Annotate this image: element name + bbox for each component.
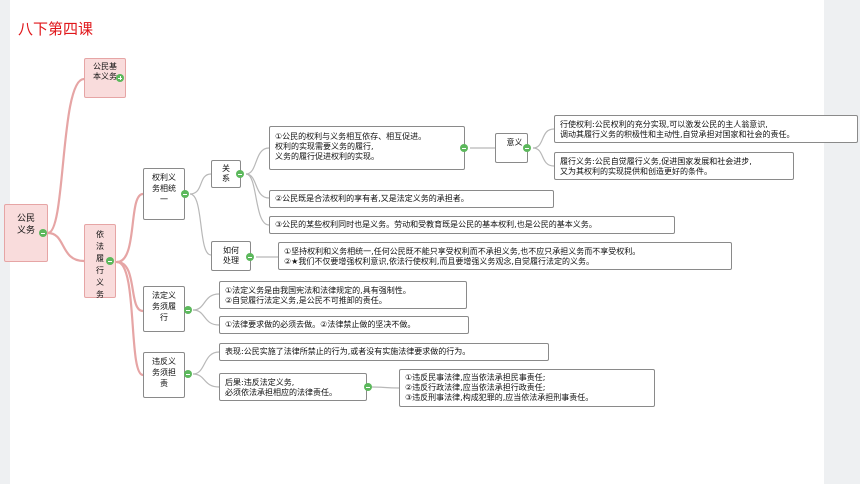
text-line: ①违反民事法律,应当依法承担民事责任; [405,373,546,382]
node-label: 如何处理 [223,246,239,265]
node-fading-1[interactable]: ①法定义务是由我国宪法和法律规定的,具有强制性。 ②自觉履行法定义务,是公民不可… [219,281,467,309]
text-line: ①公民的权利与义务相互依存、相互促进。 [275,132,427,141]
node-label: 公民基本义务 [93,62,117,81]
text-line: 表现:公民实施了法律所禁止的行为,或者没有实施法律要求做的行为。 [225,347,471,356]
node-fading-yiwu-xu-lvxing[interactable]: 法定义务须履行 [143,286,185,332]
node-label: 权利义务相统一 [152,173,176,204]
node-yiyi-1[interactable]: 行使权利:公民权利的充分实现,可以激发公民的主人翁意识, 调动其履行义务的积极性… [554,115,858,143]
text-line: ②★我们不仅要增强权利意识,依法行使权利,而且要增强义务观念,自觉履行法定的义务… [284,257,594,266]
collapse-icon[interactable] [236,170,244,178]
node-label: 违反义务须担责 [152,357,176,388]
collapse-icon[interactable] [364,383,372,391]
text-line: ②公民既是合法权利的享有者,又是法定义务的承担者。 [275,194,469,203]
text-line: 又为其权利的实现提供和创造更好的条件。 [560,167,712,176]
text-line: ①法律要求做的必须去做。②法律禁止做的坚决不做。 [225,320,416,329]
node-label: 依法履行义务 [96,230,104,299]
text-line: 义务的履行促进权利的实现。 [275,152,379,161]
node-quanli-yiwu-xiang-tongyi[interactable]: 权利义务相统一 [143,168,185,220]
node-ruhe-1[interactable]: ①坚持权利和义务相统一,任何公民既不能只享受权利而不承担义务,也不应只承担义务而… [278,242,732,270]
collapse-icon[interactable] [523,144,531,152]
page-title: 八下第四课 [18,20,94,38]
text-line: 行使权利:公民权利的充分实现,可以激发公民的主人翁意识, [560,120,768,129]
text-line: ①坚持权利和义务相统一,任何公民既不能只享受权利而不承担义务,也不应只承担义务而… [284,247,641,256]
text-line: 履行义务:公民自觉履行义务,促进国家发展和社会进步, [560,157,752,166]
text-line: 必须依法承担相应的法律责任。 [225,388,337,397]
node-guanxi-3[interactable]: ③公民的某些权利同时也是义务。劳动和受教育既是公民的基本权利,也是公民的基本义务… [269,216,675,234]
text-line: 后果:违反法定义务, [225,378,295,387]
collapse-icon[interactable] [106,257,114,265]
node-guanxi[interactable]: 关系 [211,160,241,188]
node-guanxi-2[interactable]: ②公民既是合法权利的享有者,又是法定义务的承担者。 [269,190,554,208]
text-line: 权利的实现需要义务的履行, [275,142,374,151]
root-label: 公民义务 [16,214,35,236]
text-line: ②违反行政法律,应当依法承担行政责任; [405,383,546,392]
text-line: ②自觉履行法定义务,是公民不可推卸的责任。 [225,296,387,305]
node-label: 关系 [222,164,230,183]
text-line: ①法定义务是由我国宪法和法律规定的,具有强制性。 [225,286,411,295]
node-guanxi-1[interactable]: ①公民的权利与义务相互依存、相互促进。 权利的实现需要义务的履行, 义务的履行促… [269,126,465,170]
node-yiyi-2[interactable]: 履行义务:公民自觉履行义务,促进国家发展和社会进步, 又为其权利的实现提供和创造… [554,152,794,180]
text-line: ③违反刑事法律,构成犯罪的,应当依法承担刑事责任。 [405,393,594,402]
collapse-icon[interactable] [39,229,47,237]
collapse-icon[interactable] [184,306,192,314]
expand-icon[interactable] [116,74,124,82]
collapse-icon[interactable] [460,144,468,152]
node-houguo[interactable]: 后果:违反法定义务, 必须依法承担相应的法律责任。 [219,373,367,401]
node-houguo-1[interactable]: ①违反民事法律,应当依法承担民事责任; ②违反行政法律,应当依法承担行政责任; … [399,369,655,407]
collapse-icon[interactable] [246,253,254,261]
text-line: 调动其履行义务的积极性和主动性,自觉承担对国家和社会的责任。 [560,130,795,139]
node-weifan-yiwu-xu-danze[interactable]: 违反义务须担责 [143,352,185,398]
node-yiyi[interactable]: 意义 [495,133,528,163]
node-label: 法定义务须履行 [152,291,176,322]
node-biaoxian[interactable]: 表现:公民实施了法律所禁止的行为,或者没有实施法律要求做的行为。 [219,343,549,361]
node-ruhe-chuli[interactable]: 如何处理 [211,241,251,271]
node-fading-2[interactable]: ①法律要求做的必须去做。②法律禁止做的坚决不做。 [219,316,469,334]
collapse-icon[interactable] [184,370,192,378]
text-line: ③公民的某些权利同时也是义务。劳动和受教育既是公民的基本权利,也是公民的基本义务… [275,220,597,229]
node-label: 意义 [506,138,523,147]
collapse-icon[interactable] [181,190,189,198]
